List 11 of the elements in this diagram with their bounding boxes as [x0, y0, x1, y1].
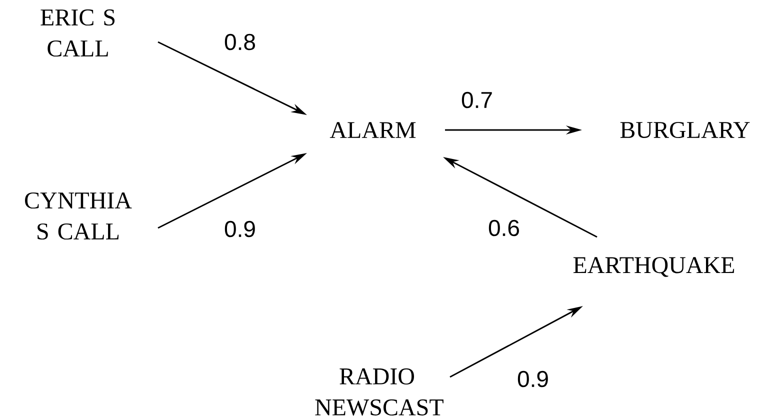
node-label: EARTHQUAKE	[573, 257, 734, 277]
node-label: CYNTHIA S CALL	[25, 192, 132, 240]
node-label: ALARM	[330, 122, 416, 138]
edge-label: 0.8	[224, 34, 255, 50]
edge-label: 0.7	[462, 92, 492, 108]
edge-label: 0.9	[518, 370, 548, 388]
node-label: ERIC S CALL	[40, 9, 115, 57]
edge-label: 0.6	[488, 220, 519, 236]
node-label: BURGLARY	[620, 122, 750, 138]
edge-label: 0.9	[224, 220, 255, 238]
node-label: RADIO NEWSCAST	[315, 368, 444, 416]
